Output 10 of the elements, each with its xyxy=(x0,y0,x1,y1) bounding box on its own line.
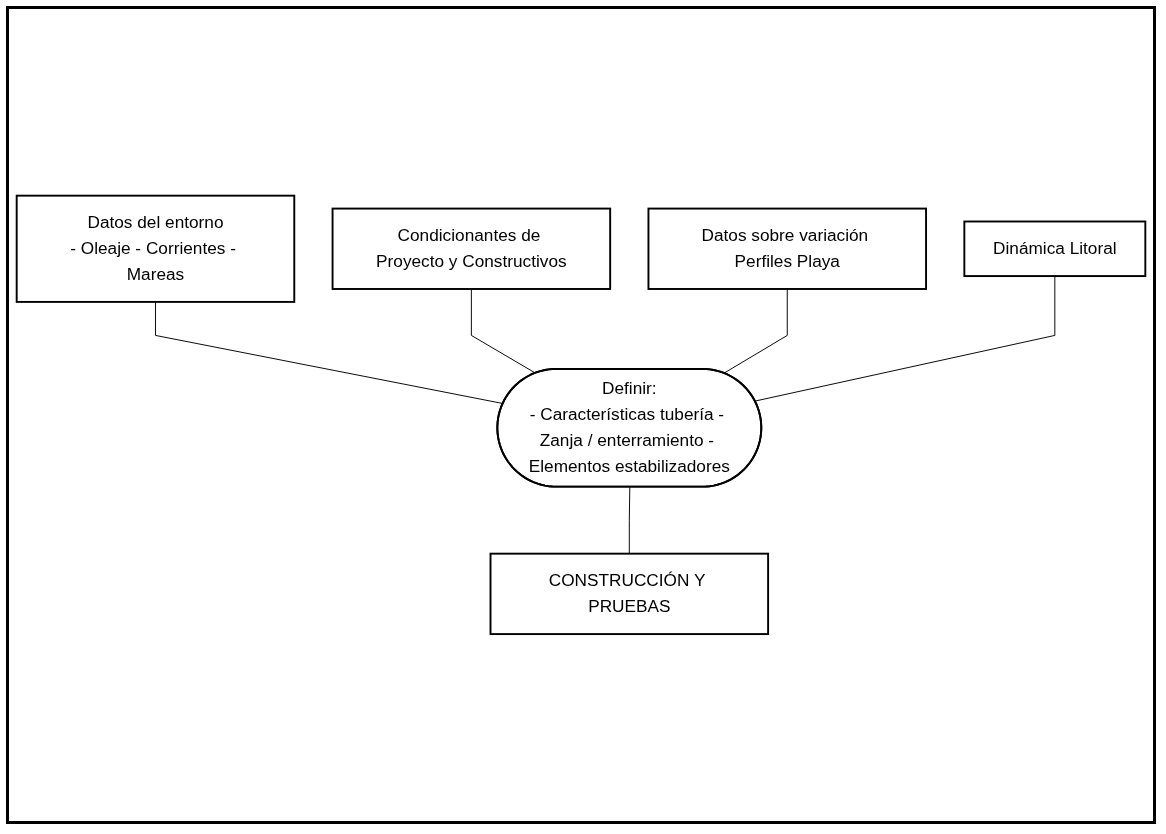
node-box: CONSTRUCCIÓN Y PRUEBAS xyxy=(489,552,770,636)
node-box: Dinámica Litoral xyxy=(963,220,1147,278)
connector xyxy=(723,288,788,374)
connector xyxy=(754,275,1056,402)
node-box: Datos sobre variación Perfiles Playa xyxy=(647,207,927,291)
connector xyxy=(628,486,631,555)
node-box: Datos del entorno - Oleaje - Corrientes - Mareas xyxy=(15,194,296,303)
connector xyxy=(470,288,537,374)
connector xyxy=(155,301,504,405)
node-box: Condicionantes de Proyecto y Constructivos xyxy=(331,207,612,291)
